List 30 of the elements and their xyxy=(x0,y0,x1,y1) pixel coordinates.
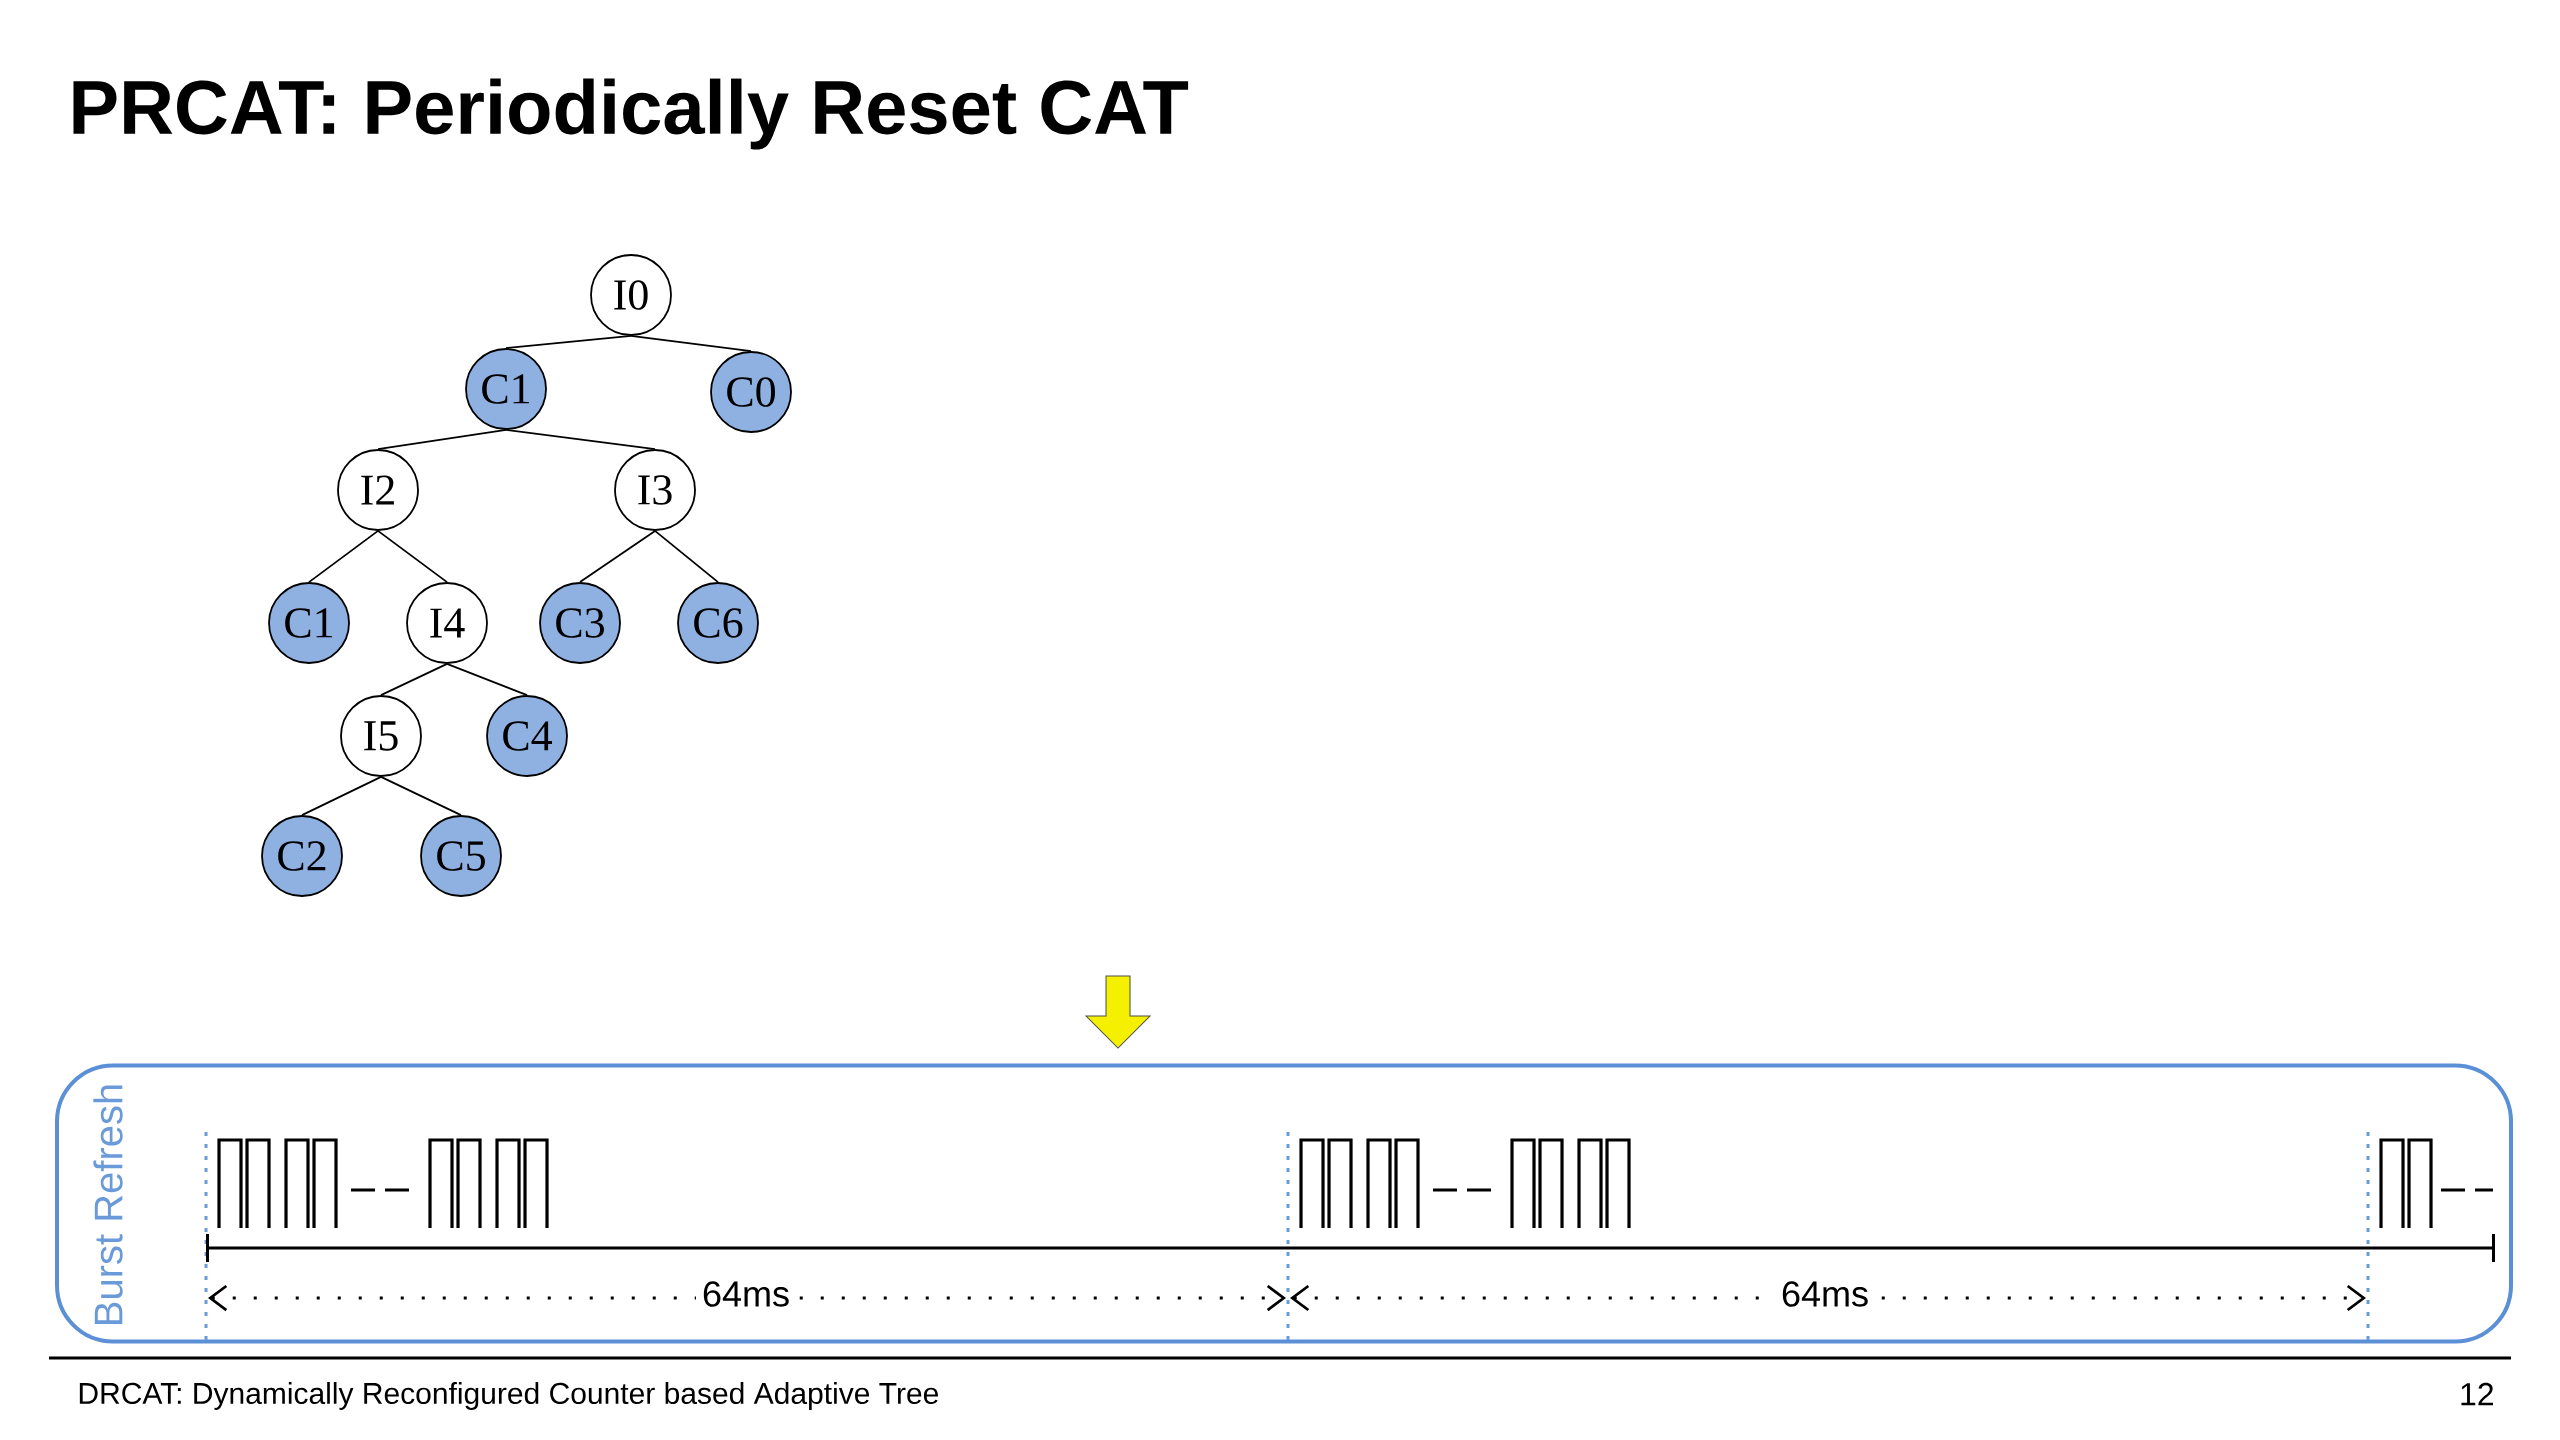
tree-node: C5 xyxy=(420,815,502,897)
tree-node: C4 xyxy=(486,695,568,777)
dimension-label: 64ms xyxy=(1775,1275,1876,1313)
tree-edge xyxy=(377,530,448,583)
tree-edge xyxy=(579,530,656,583)
tree-edge xyxy=(654,530,719,583)
tree-node: C3 xyxy=(539,582,621,664)
footnote: DRCAT: Dynamically Reconfigured Counter based Adaptive Tree xyxy=(79,1382,938,1410)
tree-node: I3 xyxy=(614,449,696,531)
tree-node: C6 xyxy=(677,582,759,664)
tree-edge xyxy=(505,429,656,450)
tree-node: C0 xyxy=(710,351,792,433)
tree-edge xyxy=(505,335,632,349)
tree-edge xyxy=(301,776,382,816)
tree-node: I2 xyxy=(337,449,419,531)
tree-edge xyxy=(380,776,462,816)
dimension-label: 64ms xyxy=(696,1275,797,1313)
page-number: 12 xyxy=(2461,1382,2493,1406)
tree-node: I5 xyxy=(340,695,422,777)
tree-node: C2 xyxy=(261,815,343,897)
slide-title: PRCAT: Periodically Reset CAT xyxy=(73,78,1189,150)
tree-edge xyxy=(377,429,507,450)
tree-node: I4 xyxy=(406,582,488,664)
tree-edge xyxy=(380,663,448,696)
tree-edge xyxy=(630,335,752,352)
tree-node: I0 xyxy=(590,254,672,336)
tree-edge xyxy=(446,663,528,696)
tree-node: C1 xyxy=(268,582,350,664)
tree-edge xyxy=(308,530,379,583)
tree-node: C1 xyxy=(465,348,547,430)
